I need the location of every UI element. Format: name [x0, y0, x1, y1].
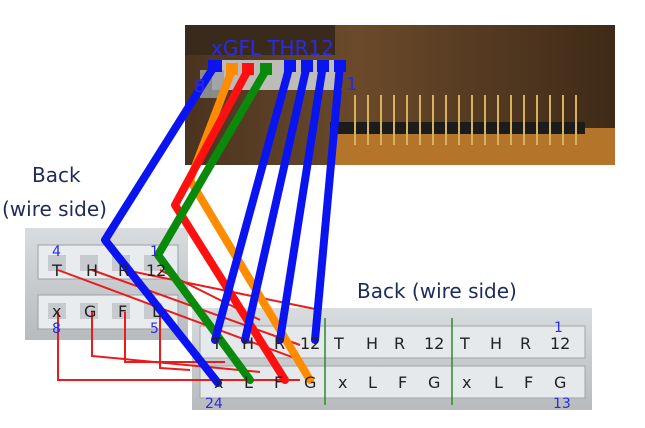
left-bottom-pin-label: x [52, 302, 61, 321]
right-bottom-pin-label: G [428, 373, 440, 392]
right-bottom-pin-label: L [368, 373, 377, 392]
left-bottom-pin-label: F [118, 302, 127, 321]
header-pin-row [354, 95, 577, 145]
right-top-pin-label: 12 [550, 334, 570, 353]
left-pin-8-label: 8 [52, 321, 61, 337]
left-top-pin-label: 12 [146, 261, 166, 280]
right-bottom-pin-label: F [524, 373, 533, 392]
right-bottom-pin-label: G [554, 373, 566, 392]
right-top-pin-label: R [394, 334, 405, 353]
jumper-wire [159, 312, 191, 371]
right-bottom-pin-label: F [398, 373, 407, 392]
right-top-pin-label: H [490, 334, 502, 353]
left-bottom-pin-label: G [84, 302, 96, 321]
right-top-pin-label: 12 [300, 334, 320, 353]
wire-blue-12 [311, 61, 344, 344]
right-top-pin-label: H [242, 334, 254, 353]
header-pin-8-label: 8 [194, 76, 205, 97]
colored-wires [101, 61, 344, 387]
right-pin-24-label: 24 [205, 396, 223, 412]
left-pin-1-label: 1 [150, 244, 159, 260]
left-top-pin-label: R [118, 261, 129, 280]
wire-blue-x [101, 61, 222, 387]
right-bottom-pin-label: x [214, 373, 223, 392]
left-top-pin-label: H [86, 261, 98, 280]
left-back-title-line2: (wire side) [2, 197, 107, 221]
header-wire-ends [208, 60, 346, 75]
left-pin-4-label: 4 [52, 244, 61, 260]
header-pin-labels: xGFL THR12 [211, 36, 334, 60]
right-pin-13-label: 13 [553, 396, 571, 412]
right-top-pin-label: R [274, 334, 285, 353]
right-bottom-pin-label: G [304, 373, 316, 392]
right-top-pin-label: T [333, 334, 344, 353]
left-pin-5-label: 5 [150, 321, 159, 337]
right-bottom-pin-label: L [244, 373, 253, 392]
wire-blue-h [241, 61, 311, 344]
right-bottom-pin-label: L [494, 373, 503, 392]
right-top-pin-label: T [211, 334, 222, 353]
right-bottom-pin-label: x [462, 373, 471, 392]
left-back-title-line1: Back [32, 163, 81, 187]
right-top-pin-label: R [520, 334, 531, 353]
wire-blue-t [211, 61, 294, 344]
wire-blue-r [276, 61, 327, 344]
right-bottom-pin-label: x [338, 373, 347, 392]
right-top-pin-label: H [366, 334, 378, 353]
left-top-pin-label: T [51, 261, 62, 280]
right-back-title: Back (wire side) [357, 279, 517, 303]
jumper-wire [124, 312, 225, 363]
left-bottom-pin-label: L [152, 302, 161, 321]
right-top-pin-label: 12 [424, 334, 444, 353]
right-bottom-pin-label: F [274, 373, 283, 392]
header-pin-1-label: 1 [346, 74, 357, 95]
right-pin-1-label: 1 [554, 320, 563, 336]
right-top-pin-label: T [459, 334, 470, 353]
